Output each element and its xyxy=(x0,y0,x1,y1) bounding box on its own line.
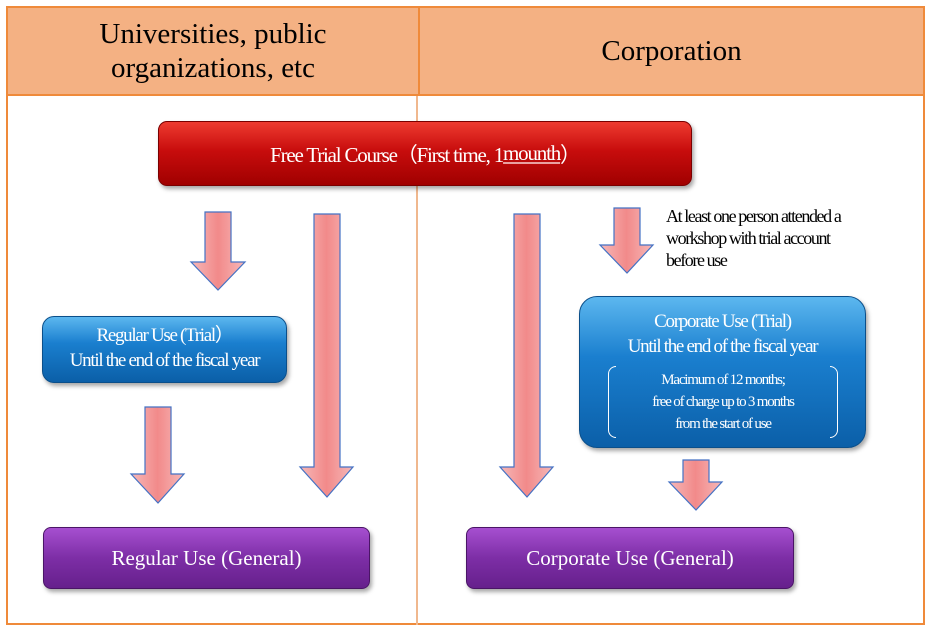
left-bracket xyxy=(608,366,616,438)
arrow-free-to-corporate-general xyxy=(498,213,555,498)
corporate-trial-detail-line1: Macimum of 12 months; xyxy=(661,372,786,388)
corporate-trial-detail-text: Macimum of 12 months; free of charge up … xyxy=(618,369,828,435)
free-trial-label-underlined: mounth xyxy=(503,141,561,165)
corporate-use-trial-box: Corporate Use (Trial) Until the end of t… xyxy=(579,296,866,448)
header-corporation: Corporation xyxy=(601,35,742,67)
right-bracket xyxy=(830,366,838,438)
workshop-note-line3: before use xyxy=(666,250,728,270)
free-trial-label-suffix: ） xyxy=(560,142,581,167)
header-universities-line2: organizations, etc xyxy=(110,52,315,84)
corporate-trial-line2: Until the end of the fiscal year xyxy=(627,336,819,357)
corporate-trial-detail: Macimum of 12 months; free of charge up … xyxy=(608,366,838,438)
regular-use-trial-box: Regular Use (Trial） Until the end of the… xyxy=(42,316,287,383)
regular-trial-line2: Until the end of the fiscal year xyxy=(69,350,261,371)
header-divider xyxy=(418,8,420,94)
regular-trial-line1: Regular Use (Trial） xyxy=(96,325,233,346)
corporate-trial-line1: Corporate Use (Trial) xyxy=(654,311,792,332)
header-universities-line1: Universities, public xyxy=(99,18,327,50)
arrow-corporate-trial-to-general xyxy=(667,459,724,511)
header-row: Universities, public organizations, etc … xyxy=(6,6,925,96)
workshop-note: At least one person attended a workshop … xyxy=(666,205,916,271)
workshop-note-line1: At least one person attended a xyxy=(666,206,842,226)
free-trial-label-prefix: Free Trial Course（First time, 1 xyxy=(270,142,504,167)
corporate-trial-detail-line2: free of charge up to 3 months xyxy=(652,394,795,410)
header-universities: Universities, public organizations, etc xyxy=(8,8,418,94)
arrow-free-to-corporate-trial xyxy=(598,207,655,274)
corporate-trial-detail-line3: from the start of use xyxy=(675,416,772,432)
arrow-regular-trial-to-general xyxy=(129,406,186,504)
column-divider xyxy=(416,96,418,625)
free-trial-course-box: Free Trial Course（First time, 1 mounth） xyxy=(158,121,692,186)
regular-use-general-box: Regular Use (General) xyxy=(43,527,370,589)
workshop-note-line2: workshop with trial account xyxy=(666,228,831,248)
arrow-free-to-regular-general xyxy=(298,213,355,498)
corporate-use-general-box: Corporate Use (General) xyxy=(466,527,794,589)
arrow-free-to-regular-trial xyxy=(189,211,247,291)
